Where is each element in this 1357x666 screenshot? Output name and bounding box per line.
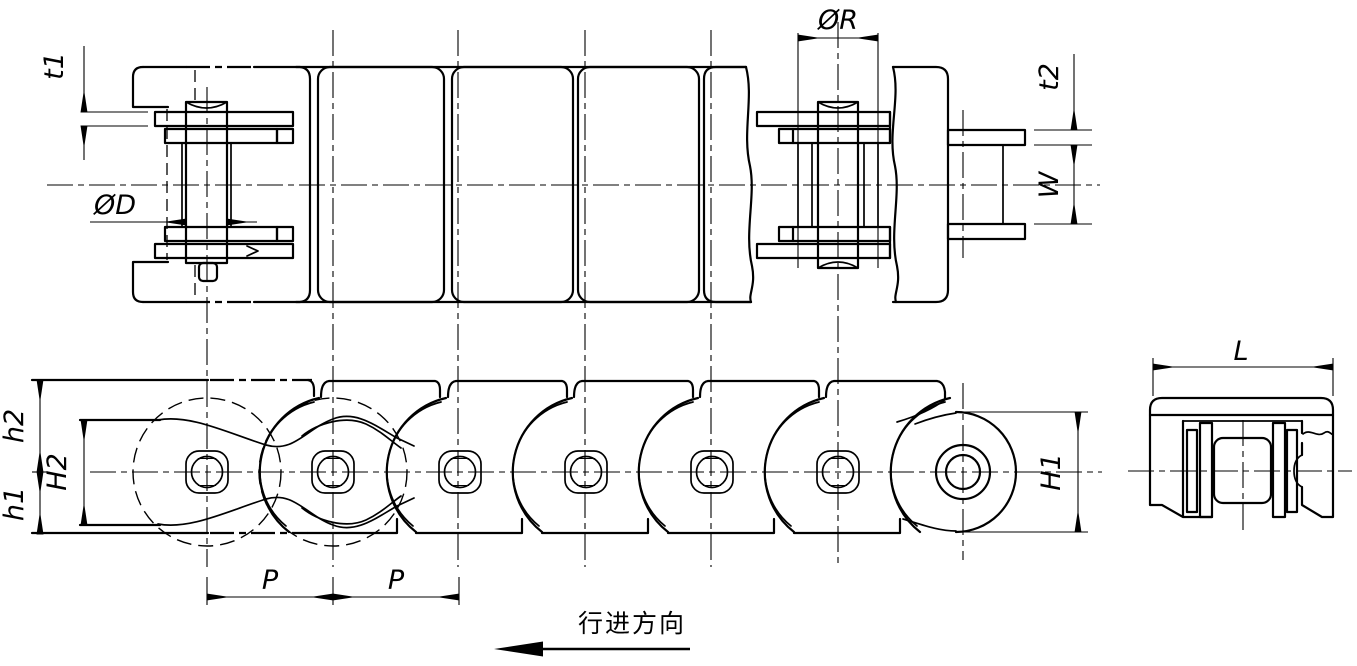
dim-label-H1: H1 bbox=[1036, 453, 1067, 490]
dim-label-w: W bbox=[1034, 170, 1065, 198]
pin bbox=[184, 100, 229, 265]
left-side-plate bbox=[1148, 413, 1214, 519]
outer-plate bbox=[153, 242, 295, 260]
right-side-plate bbox=[1300, 413, 1335, 519]
end-link bbox=[889, 396, 1018, 534]
chain-end-top bbox=[946, 128, 1027, 241]
end-view-section bbox=[1128, 396, 1352, 535]
break-line bbox=[1302, 430, 1334, 436]
top-view-plan bbox=[131, 33, 1027, 304]
link-plate-edge bbox=[946, 222, 1027, 241]
chain-links bbox=[258, 379, 947, 534]
inner-plate bbox=[163, 225, 279, 243]
dim-label-p1: P bbox=[262, 565, 279, 596]
bushing bbox=[181, 142, 232, 228]
end-pin-boss bbox=[934, 443, 992, 501]
inner-link-plate bbox=[78, 415, 415, 529]
roller-section-edge bbox=[797, 142, 879, 228]
plate-bar bbox=[1198, 421, 1214, 519]
dim-label-p2: P bbox=[388, 565, 405, 596]
inner-plate bbox=[777, 127, 892, 145]
dim-label-h2: h2 bbox=[0, 409, 30, 443]
dim-label-phiR: ØR bbox=[817, 5, 858, 36]
outer-plate bbox=[755, 242, 892, 260]
dim-label-t1: t1 bbox=[39, 52, 70, 80]
dim-label-H2: H2 bbox=[42, 453, 73, 490]
travel-direction: 行进方向 bbox=[494, 609, 690, 657]
dim-label-t2: t2 bbox=[1034, 63, 1065, 91]
pin-tail bbox=[197, 261, 219, 283]
bushing-collar bbox=[275, 225, 295, 243]
roller-strip bbox=[891, 65, 950, 304]
outer-plate bbox=[153, 110, 295, 128]
outer-plate bbox=[755, 110, 892, 128]
pin bbox=[816, 100, 860, 270]
roller-edge bbox=[294, 65, 312, 304]
inner-plate bbox=[777, 225, 892, 243]
travel-direction-arrow-icon bbox=[494, 641, 543, 657]
bushing bbox=[811, 142, 865, 228]
rivet-mark bbox=[246, 245, 259, 257]
hidden-roller-circle bbox=[132, 397, 282, 547]
carrier-roller-broken bbox=[702, 65, 753, 304]
end-pin-hole bbox=[944, 453, 982, 491]
carrier-roller bbox=[316, 65, 446, 304]
inner-plate bbox=[163, 127, 279, 145]
plate-bar bbox=[1185, 428, 1199, 514]
dim-label-h1: h1 bbox=[0, 487, 30, 521]
break-line bbox=[891, 65, 900, 304]
top-roller-slab bbox=[1148, 396, 1335, 417]
left-cutaway-section bbox=[153, 70, 295, 295]
travel-direction-label: 行进方向 bbox=[578, 609, 686, 638]
break-line bbox=[744, 65, 755, 304]
right-cutaway-section bbox=[755, 33, 892, 270]
top-view-left-outline bbox=[131, 65, 170, 304]
dimensions: t1 ØD ØR t2 W h2 h1 H2 H1 P P L bbox=[0, 5, 1334, 605]
carrier-roller bbox=[450, 65, 575, 304]
carrier-roller bbox=[576, 65, 701, 304]
link-plate-edge bbox=[946, 128, 1027, 147]
bushing-collar bbox=[275, 127, 295, 145]
plate-bar bbox=[1271, 421, 1287, 519]
plate-bar bbox=[1285, 428, 1299, 514]
side-view-elevation bbox=[30, 378, 1018, 547]
bushing-block bbox=[1212, 436, 1273, 505]
dim-label-L: L bbox=[1233, 336, 1248, 367]
dim-label-phiD: ØD bbox=[93, 190, 136, 221]
